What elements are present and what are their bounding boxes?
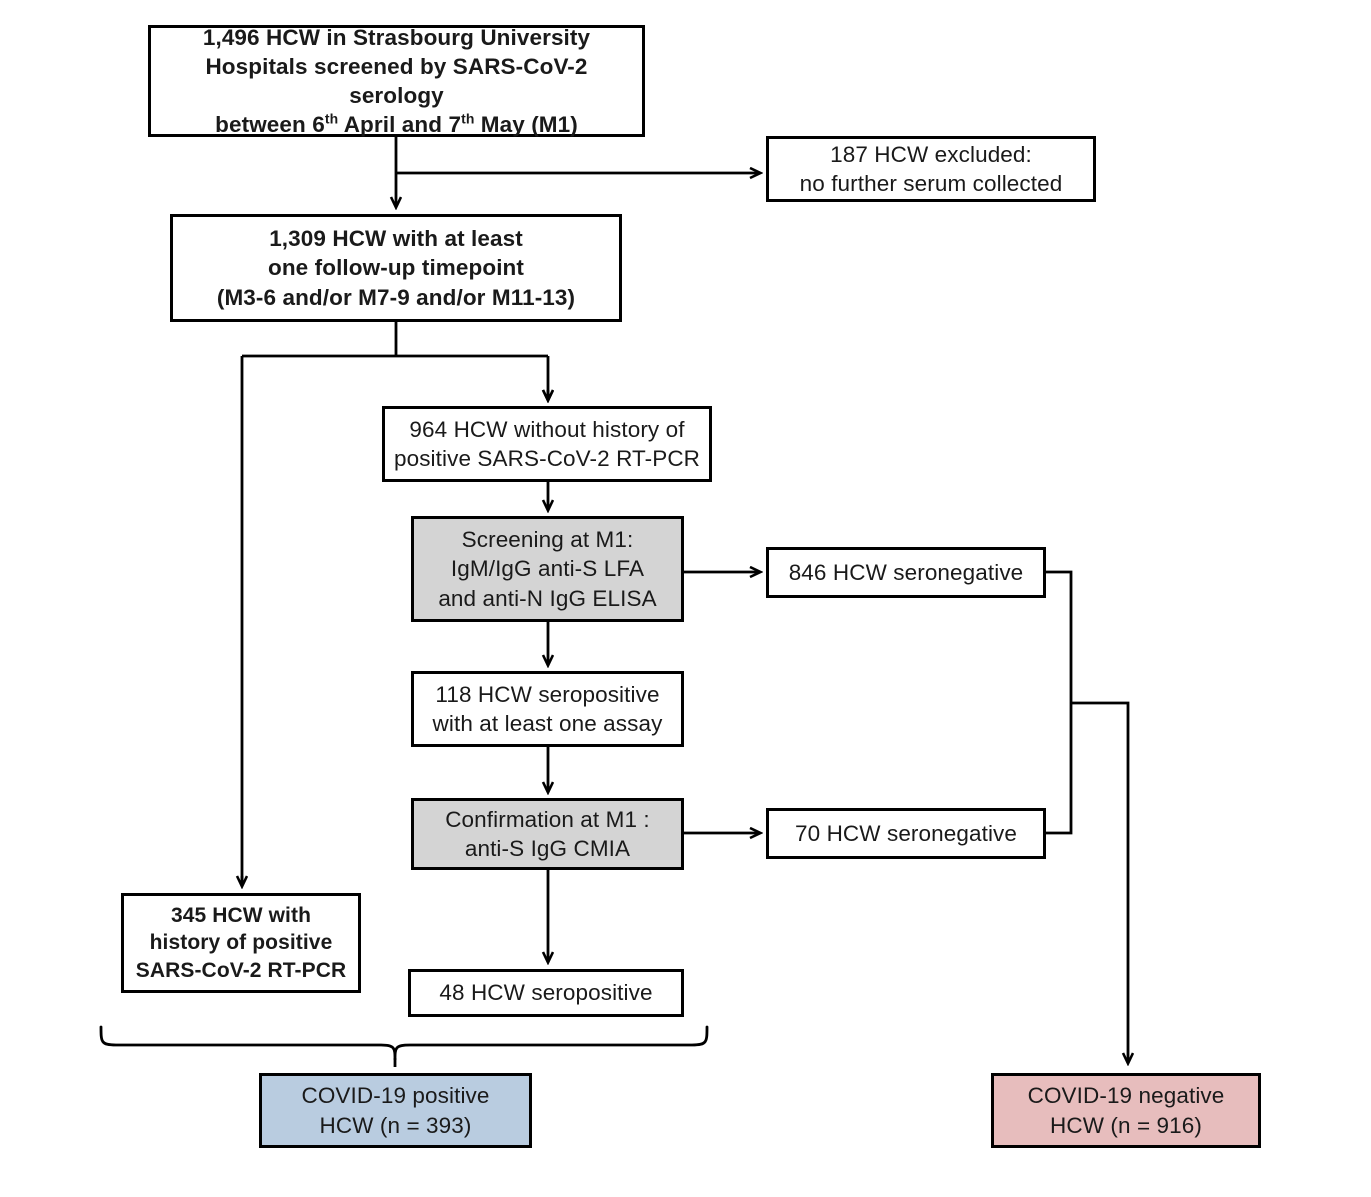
ordinal-suffix-6th: th [324,110,339,127]
node-screening-assay-m1-line3: and anti-N IgG ELISA [438,585,657,611]
node-excluded-187: 187 HCW excluded: no further serum colle… [766,136,1096,202]
node-screened-m1-line3b: April and 7 [338,112,462,138]
node-excluded-187-line1: 187 HCW excluded: [830,141,1032,167]
node-followup-1309: 1,309 HCW with at least one follow-up ti… [170,214,622,322]
node-covid-positive-total: COVID-19 positive HCW (n = 393) [259,1073,532,1148]
node-confirmation-assay-m1-line1: Confirmation at M1 : [445,806,650,832]
node-covid-negative-total-line1: COVID-19 negative [1027,1083,1225,1109]
edge-seroneg-merge [1046,570,1128,1063]
node-seronegative-70: 70 HCW seronegative [766,808,1046,859]
node-covid-positive-total-line2: HCW (n = 393) [319,1112,472,1138]
node-covid-negative-total: COVID-19 negative HCW (n = 916) [991,1073,1261,1148]
node-seronegative-846-label: 846 HCW seronegative [788,559,1024,585]
node-confirmation-assay-m1-line2: anti-S IgG CMIA [464,836,631,861]
node-screening-assay-m1-line2: IgM/IgG anti-S LFA [450,556,645,582]
node-rtpcr-history-345: 345 HCW with history of positive SARS-Co… [121,893,361,993]
node-screened-m1-line3c: May (M1) [474,112,578,138]
node-no-rtpcr-history-964-line2: positive SARS-CoV-2 RT-PCR [393,446,701,471]
brace-covid-positive [99,1025,709,1061]
node-seropositive-118-line2: with at least one assay [432,711,663,736]
node-seropositive-118: 118 HCW seropositive with at least one a… [411,671,684,747]
node-seropositive-48: 48 HCW seropositive [408,969,684,1017]
node-rtpcr-history-345-line2: history of positive [149,931,333,955]
node-screened-m1: 1,496 HCW in Strasbourg University Hospi… [148,25,645,137]
node-screening-assay-m1-line1: Screening at M1: [461,527,634,553]
node-excluded-187-line2: no further serum collected [799,171,1063,196]
node-screening-assay-m1: Screening at M1: IgM/IgG anti-S LFA and … [411,516,684,622]
node-covid-negative-total-line2: HCW (n = 916) [1050,1112,1202,1138]
node-rtpcr-history-345-line1: 345 HCW with [170,904,312,928]
node-seropositive-118-line1: 118 HCW seropositive [435,681,660,707]
node-seronegative-846: 846 HCW seronegative [766,547,1046,598]
node-confirmation-assay-m1: Confirmation at M1 : anti-S IgG CMIA [411,798,684,870]
node-no-rtpcr-history-964-line1: 964 HCW without history of [409,416,685,442]
node-rtpcr-history-345-line3: SARS-CoV-2 RT-PCR [135,958,347,982]
node-followup-1309-line2: one follow-up timepoint [267,255,524,281]
node-followup-1309-line3: (M3-6 and/or M7-9 and/or M11-13) [216,284,576,310]
node-seronegative-70-label: 70 HCW seronegative [795,820,1017,846]
node-screened-m1-line3a: between 6 [215,112,325,138]
node-no-rtpcr-history-964: 964 HCW without history of positive SARS… [382,406,712,482]
ordinal-suffix-7th: th [461,110,475,127]
node-seropositive-48-label: 48 HCW seropositive [439,980,653,1006]
node-screened-m1-line2: Hospitals screened by SARS-CoV-2 serolog… [205,53,588,108]
node-covid-positive-total-line1: COVID-19 positive [301,1083,490,1109]
node-followup-1309-line1: 1,309 HCW with at least [269,226,523,252]
node-screened-m1-line1: 1,496 HCW in Strasbourg University [202,24,591,50]
